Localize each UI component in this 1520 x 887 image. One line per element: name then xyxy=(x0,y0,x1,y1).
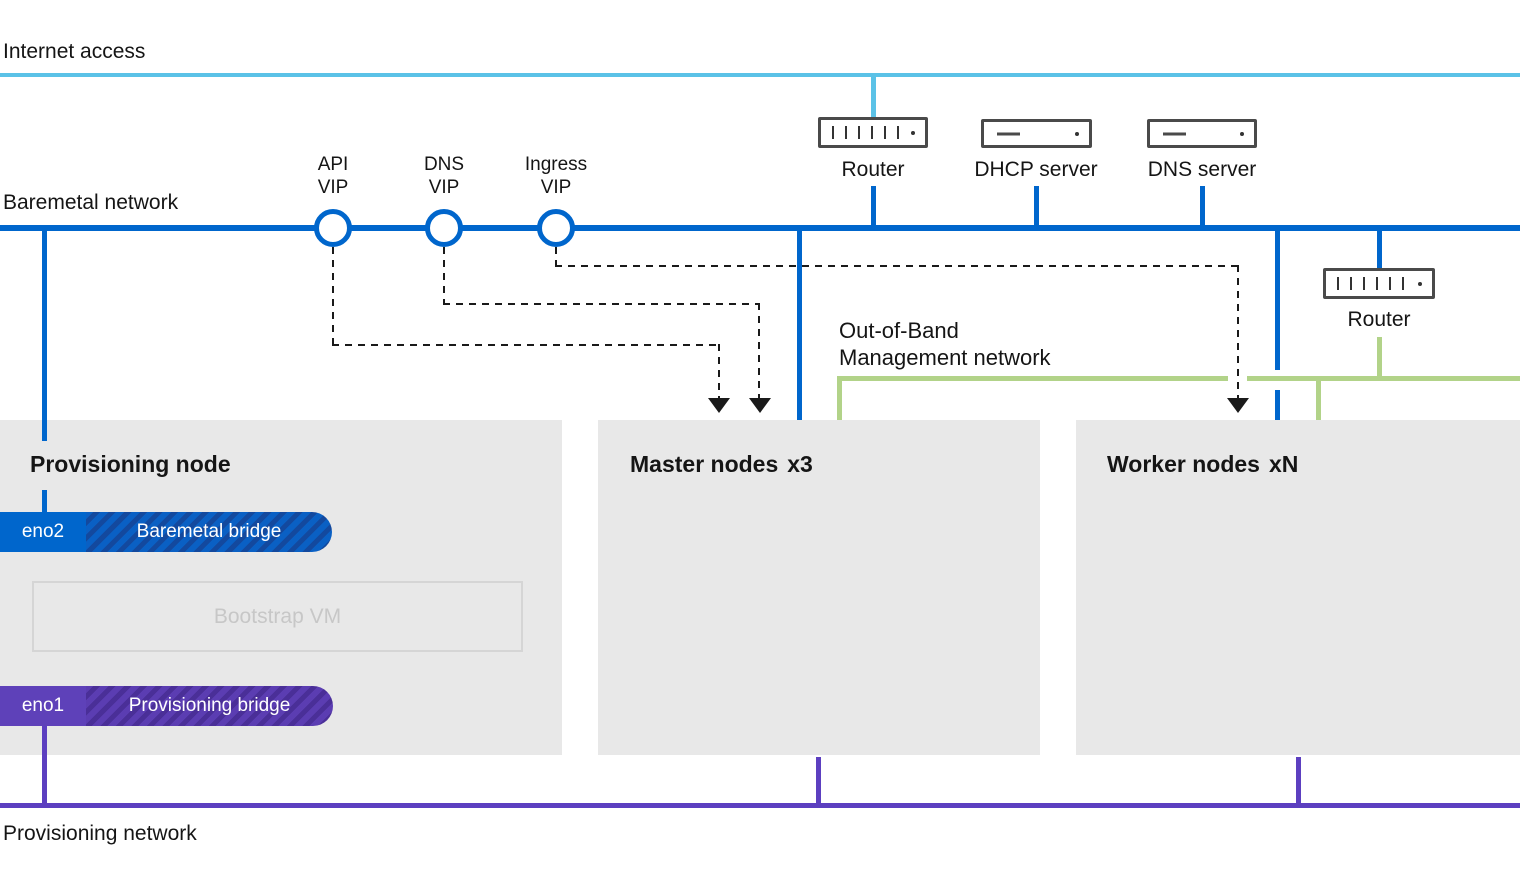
router-icon-ticks xyxy=(821,120,925,145)
oob-network-label-line2: Management network xyxy=(839,345,1051,370)
api-vip-route-tail xyxy=(718,344,720,399)
dhcp-server-icon-dash xyxy=(997,132,1020,135)
api-vip-arrow-icon xyxy=(708,398,730,413)
bootstrap-vm-box: Bootstrap VM xyxy=(32,581,523,652)
api-vip-label: API VIP xyxy=(278,153,388,199)
dns-vip-label: DNS VIP xyxy=(389,153,499,199)
ingress-vip-route-run xyxy=(555,265,1239,267)
master-nodes-count: x3 xyxy=(787,451,813,477)
dns-vip-route-run xyxy=(443,303,760,305)
master-nodes-title: Master nodes x3 xyxy=(630,451,813,478)
baremetal-to-master-link xyxy=(797,231,802,420)
worker-nodes-title-text: Worker nodes xyxy=(1107,451,1260,477)
master-nodes-box: Master nodes x3 xyxy=(598,420,1040,755)
baremetal-to-worker-link-lower xyxy=(1275,390,1280,420)
master-nodes-title-text: Master nodes xyxy=(630,451,779,477)
api-vip-node-icon xyxy=(314,209,352,247)
worker-to-provisioning-network-link xyxy=(1296,757,1301,803)
router-right-to-oob-link xyxy=(1377,337,1382,376)
ingress-vip-arrow-icon xyxy=(1227,398,1249,413)
dhcp-server-icon-dot xyxy=(1075,131,1079,136)
ingress-vip-node-icon xyxy=(537,209,575,247)
oob-network-line-left xyxy=(837,376,1228,381)
worker-nodes-count: xN xyxy=(1268,451,1299,477)
ingress-vip-label-line1: Ingress xyxy=(524,154,588,175)
baremetal-network-label: Baremetal network xyxy=(3,191,179,214)
eno2-port-label: eno2 xyxy=(0,512,86,552)
router-icon xyxy=(818,117,928,148)
bootstrap-vm-label: Bootstrap VM xyxy=(213,604,342,628)
eno1-port-label: eno1 xyxy=(0,686,86,726)
provisioning-bridge-label: Provisioning bridge xyxy=(128,695,291,716)
internet-network-line xyxy=(0,73,1520,77)
router-right-icon-dot xyxy=(1418,281,1422,286)
api-vip-label-line2: VIP xyxy=(317,177,349,198)
router-icon-dot xyxy=(911,130,915,135)
baremetal-bridge-label: Baremetal bridge xyxy=(136,521,282,542)
dns-vip-arrow-icon xyxy=(749,398,771,413)
dns-vip-route-drop xyxy=(443,247,445,304)
baremetal-to-eno2-link-lower xyxy=(42,490,47,512)
dhcp-to-baremetal-link xyxy=(1034,186,1039,225)
baremetal-network-line xyxy=(0,225,1520,231)
ingress-vip-label: Ingress VIP xyxy=(501,153,611,199)
api-vip-route-drop xyxy=(332,247,334,345)
router-right-icon-ticks xyxy=(1326,271,1432,296)
baremetal-to-router-right-link xyxy=(1377,231,1382,268)
provisioning-node-title: Provisioning node xyxy=(30,451,231,478)
router-label: Router xyxy=(841,158,905,181)
oob-to-master-link xyxy=(837,376,842,420)
dhcp-server-icon xyxy=(981,119,1092,148)
provisioning-node-title-text: Provisioning node xyxy=(30,451,231,477)
oob-network-label-line1: Out-of-Band xyxy=(839,318,959,343)
dns-server-icon-dash xyxy=(1163,132,1186,135)
eno1-to-provisioning-network-link xyxy=(42,726,47,803)
ingress-vip-label-line2: VIP xyxy=(540,177,572,198)
worker-nodes-title: Worker nodes xN xyxy=(1107,451,1298,478)
api-vip-label-line1: API xyxy=(317,154,349,175)
oob-network-line-right xyxy=(1247,376,1520,381)
baremetal-to-provisioning-node-link-upper xyxy=(42,231,47,441)
baremetal-to-worker-link-upper xyxy=(1275,231,1280,370)
dns-vip-node-icon xyxy=(425,209,463,247)
api-vip-route-run xyxy=(332,344,720,346)
router-right-icon xyxy=(1323,268,1435,299)
ingress-vip-route-drop xyxy=(555,247,557,266)
dns-vip-label-line1: DNS xyxy=(423,154,465,175)
dhcp-server-label: DHCP server xyxy=(974,158,1098,181)
oob-to-worker-link xyxy=(1316,376,1321,420)
dns-to-baremetal-link xyxy=(1200,186,1205,225)
dns-server-label: DNS server xyxy=(1147,158,1257,181)
router-right-label: Router xyxy=(1347,308,1411,331)
router-to-baremetal-link xyxy=(871,186,876,225)
dns-server-icon-dot xyxy=(1240,131,1244,136)
ingress-vip-route-tail xyxy=(1237,265,1239,399)
eno1-provisioning-bridge-badge: eno1 Provisioning bridge xyxy=(0,686,333,726)
dns-vip-route-tail xyxy=(758,303,760,399)
dns-vip-label-line2: VIP xyxy=(428,177,460,198)
internet-to-router-link xyxy=(871,77,876,117)
provisioning-network-line xyxy=(0,803,1520,808)
provisioning-network-label: Provisioning network xyxy=(3,822,197,845)
master-to-provisioning-network-link xyxy=(816,757,821,803)
internet-access-label: Internet access xyxy=(3,40,146,63)
dns-server-icon xyxy=(1147,119,1257,148)
eno2-baremetal-bridge-badge: eno2 Baremetal bridge xyxy=(0,512,332,552)
oob-network-label: Out-of-Band Management network xyxy=(839,317,1051,371)
worker-nodes-box: Worker nodes xN xyxy=(1076,420,1520,755)
